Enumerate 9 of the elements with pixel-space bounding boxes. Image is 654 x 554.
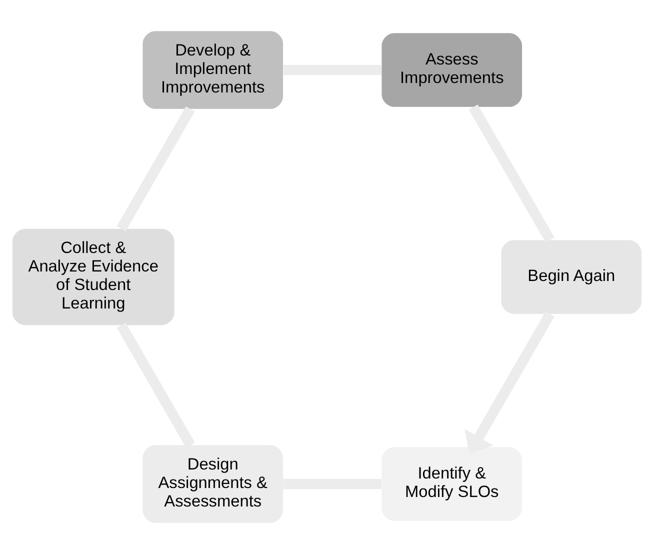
node-box: Collect & Analyze Evidence of Student Learning <box>12 228 174 326</box>
connector <box>283 64 382 76</box>
connector <box>468 104 554 243</box>
connector <box>116 106 195 232</box>
node-box: Develop & Implement Improvements <box>142 31 284 109</box>
arrow <box>464 311 554 454</box>
node-box: Assess Improvements <box>382 33 522 107</box>
node-box: Begin Again <box>501 240 642 314</box>
connector <box>116 322 195 448</box>
